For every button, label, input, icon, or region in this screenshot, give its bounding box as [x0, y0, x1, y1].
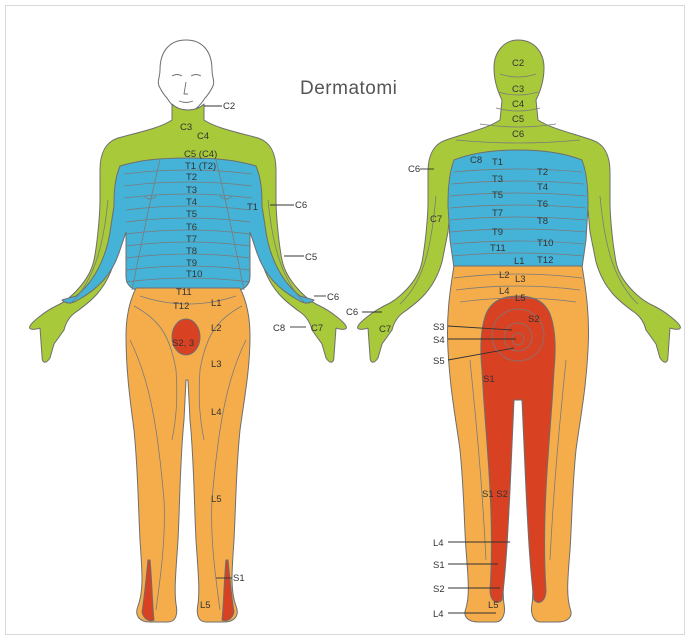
front-label-t11: T11	[176, 287, 192, 298]
back-label-t12: T12	[537, 255, 553, 266]
front-label-c3: C3	[180, 122, 192, 133]
back-label-l5: L5	[515, 293, 526, 304]
front-label-t12: T12	[173, 301, 189, 312]
back-label-l4-leg: L4	[433, 538, 444, 549]
front-label-t8: T8	[186, 246, 197, 257]
back-label-c7: C7	[430, 214, 442, 225]
back-label-s2: S2	[528, 314, 540, 325]
front-label-c7: C7	[311, 323, 323, 334]
front-label-t4: T4	[186, 197, 197, 208]
front-label-t10: T10	[186, 269, 202, 280]
back-label-l5-foot: L5	[488, 600, 499, 611]
back-label-s2-leg: S2	[433, 584, 445, 595]
back-label-s1: S1	[483, 374, 495, 385]
back-label-t9: T9	[492, 227, 503, 238]
front-label-c2: C2	[223, 101, 235, 112]
back-label-c8: C8	[470, 155, 482, 166]
front-label-t9: T9	[186, 258, 197, 269]
back-label-t5: T5	[492, 190, 503, 201]
back-label-t11: T11	[490, 243, 506, 254]
back-label-l1: L1	[514, 256, 525, 267]
back-label-c3: C3	[512, 84, 524, 95]
back-label-s1s2: S1 S2	[482, 489, 508, 500]
back-label-l4: L4	[499, 286, 510, 297]
front-label-c5-arm: C5	[305, 252, 317, 263]
back-label-c6-hand: C6	[346, 307, 358, 318]
front-label-t1-arm: T1	[247, 202, 258, 213]
back-sacral-region	[481, 296, 555, 602]
front-label-l5-foot: L5	[200, 600, 211, 611]
front-label-c8: C8	[273, 323, 285, 334]
back-label-t4: T4	[537, 182, 548, 193]
back-label-l2: L2	[499, 270, 510, 281]
front-label-t6: T6	[186, 222, 197, 233]
back-label-c4: C4	[512, 99, 524, 110]
front-label-t3: T3	[186, 185, 197, 196]
back-label-s5: S5	[433, 356, 445, 367]
back-label-t7: T7	[492, 208, 503, 219]
front-label-s1: S1	[233, 573, 245, 584]
back-label-c6-arm: C6	[408, 164, 420, 175]
front-label-l3: L3	[211, 359, 222, 370]
front-label-l2: L2	[211, 323, 222, 334]
back-figure	[358, 40, 681, 622]
back-label-l3: L3	[515, 274, 526, 285]
back-label-c5: C5	[512, 114, 524, 125]
back-label-t6: T6	[537, 199, 548, 210]
back-label-s4: S4	[433, 335, 445, 346]
back-label-c7-hand: C7	[379, 324, 391, 335]
back-thoracic-region	[448, 150, 588, 268]
back-label-t8: T8	[537, 216, 548, 227]
back-label-t1: T1	[492, 157, 503, 168]
back-label-c2: C2	[512, 58, 524, 69]
back-label-t3: T3	[492, 174, 503, 185]
front-label-c6-lower: C6	[327, 292, 339, 303]
back-label-l4-foot: L4	[433, 609, 444, 620]
front-label-l1: L1	[211, 298, 222, 309]
back-label-s3: S3	[433, 322, 445, 333]
front-label-t1t2: T1 (T2)	[185, 161, 216, 172]
front-label-s23: S2, 3	[172, 338, 194, 349]
front-label-t2: T2	[186, 172, 197, 183]
back-label-s1-leg: S1	[433, 560, 445, 571]
front-sacral-region	[172, 319, 200, 355]
front-label-t7: T7	[186, 234, 197, 245]
front-label-c4: C4	[197, 131, 209, 142]
back-label-t10: T10	[537, 238, 553, 249]
back-label-c6: C6	[512, 129, 524, 140]
front-label-l4: L4	[211, 407, 222, 418]
front-label-c5c4: C5 (C4)	[184, 149, 217, 160]
front-label-c6-upper: C6	[295, 200, 307, 211]
back-label-t2: T2	[537, 167, 548, 178]
front-label-l5: L5	[211, 494, 222, 505]
front-label-t5: T5	[186, 209, 197, 220]
